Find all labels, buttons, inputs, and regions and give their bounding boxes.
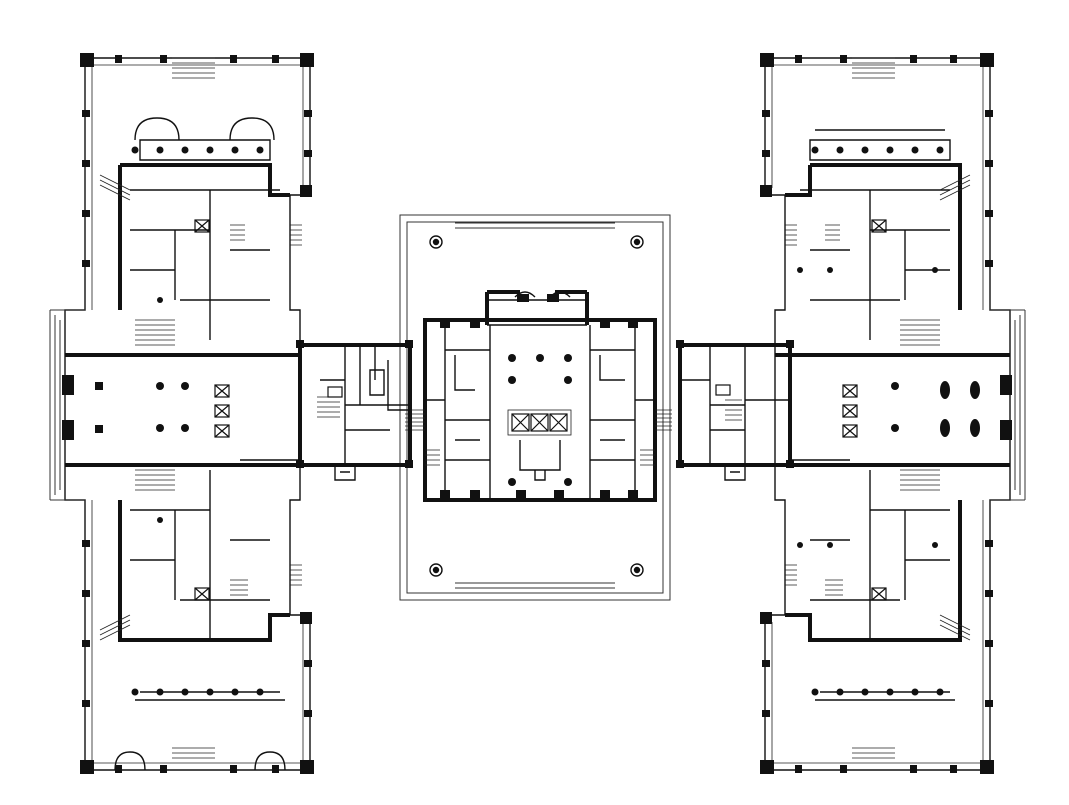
corner-urns xyxy=(429,235,644,577)
central-pavilion xyxy=(399,214,672,601)
left-wing-frame-piers xyxy=(82,55,312,773)
left-wing-stairs xyxy=(99,174,302,641)
central-top-piers xyxy=(440,294,638,328)
central-block-walls xyxy=(423,318,657,502)
central-terrace-outline xyxy=(399,214,671,601)
left-wing xyxy=(49,53,314,774)
central-bottom-piers xyxy=(440,490,638,502)
right-wing-frame-piers xyxy=(762,55,993,773)
central-elevator-bank xyxy=(507,409,572,436)
right-connector-wing xyxy=(676,340,850,481)
left-wing-apse-columns xyxy=(131,146,264,696)
left-wing-hall-columns xyxy=(62,297,189,523)
left-wing-elevators xyxy=(194,219,230,601)
central-side-stairs xyxy=(405,409,672,466)
central-hall-columns xyxy=(508,354,572,486)
right-wing-stairs xyxy=(785,174,971,641)
left-connector-wing xyxy=(240,340,413,481)
right-wing-side-columns xyxy=(797,267,938,548)
right-wing-corner-piers xyxy=(760,53,994,774)
right-wing-apse-columns xyxy=(811,146,944,696)
right-wing-bottom-steps xyxy=(852,747,895,759)
right-wing-east-terrace xyxy=(990,309,1026,501)
right-wing xyxy=(760,53,1026,774)
left-wing-corner-piers xyxy=(80,53,314,774)
left-wing-west-terrace xyxy=(49,309,85,501)
right-wing-elevators xyxy=(842,219,887,601)
left-wing-inner-walls xyxy=(118,163,290,642)
left-wing-top-steps xyxy=(172,57,215,79)
right-wing-inner-walls xyxy=(785,163,962,642)
left-wing-bottom-steps xyxy=(172,747,215,759)
right-wing-hall-columns xyxy=(891,375,1012,440)
right-wing-top-steps xyxy=(852,57,895,79)
